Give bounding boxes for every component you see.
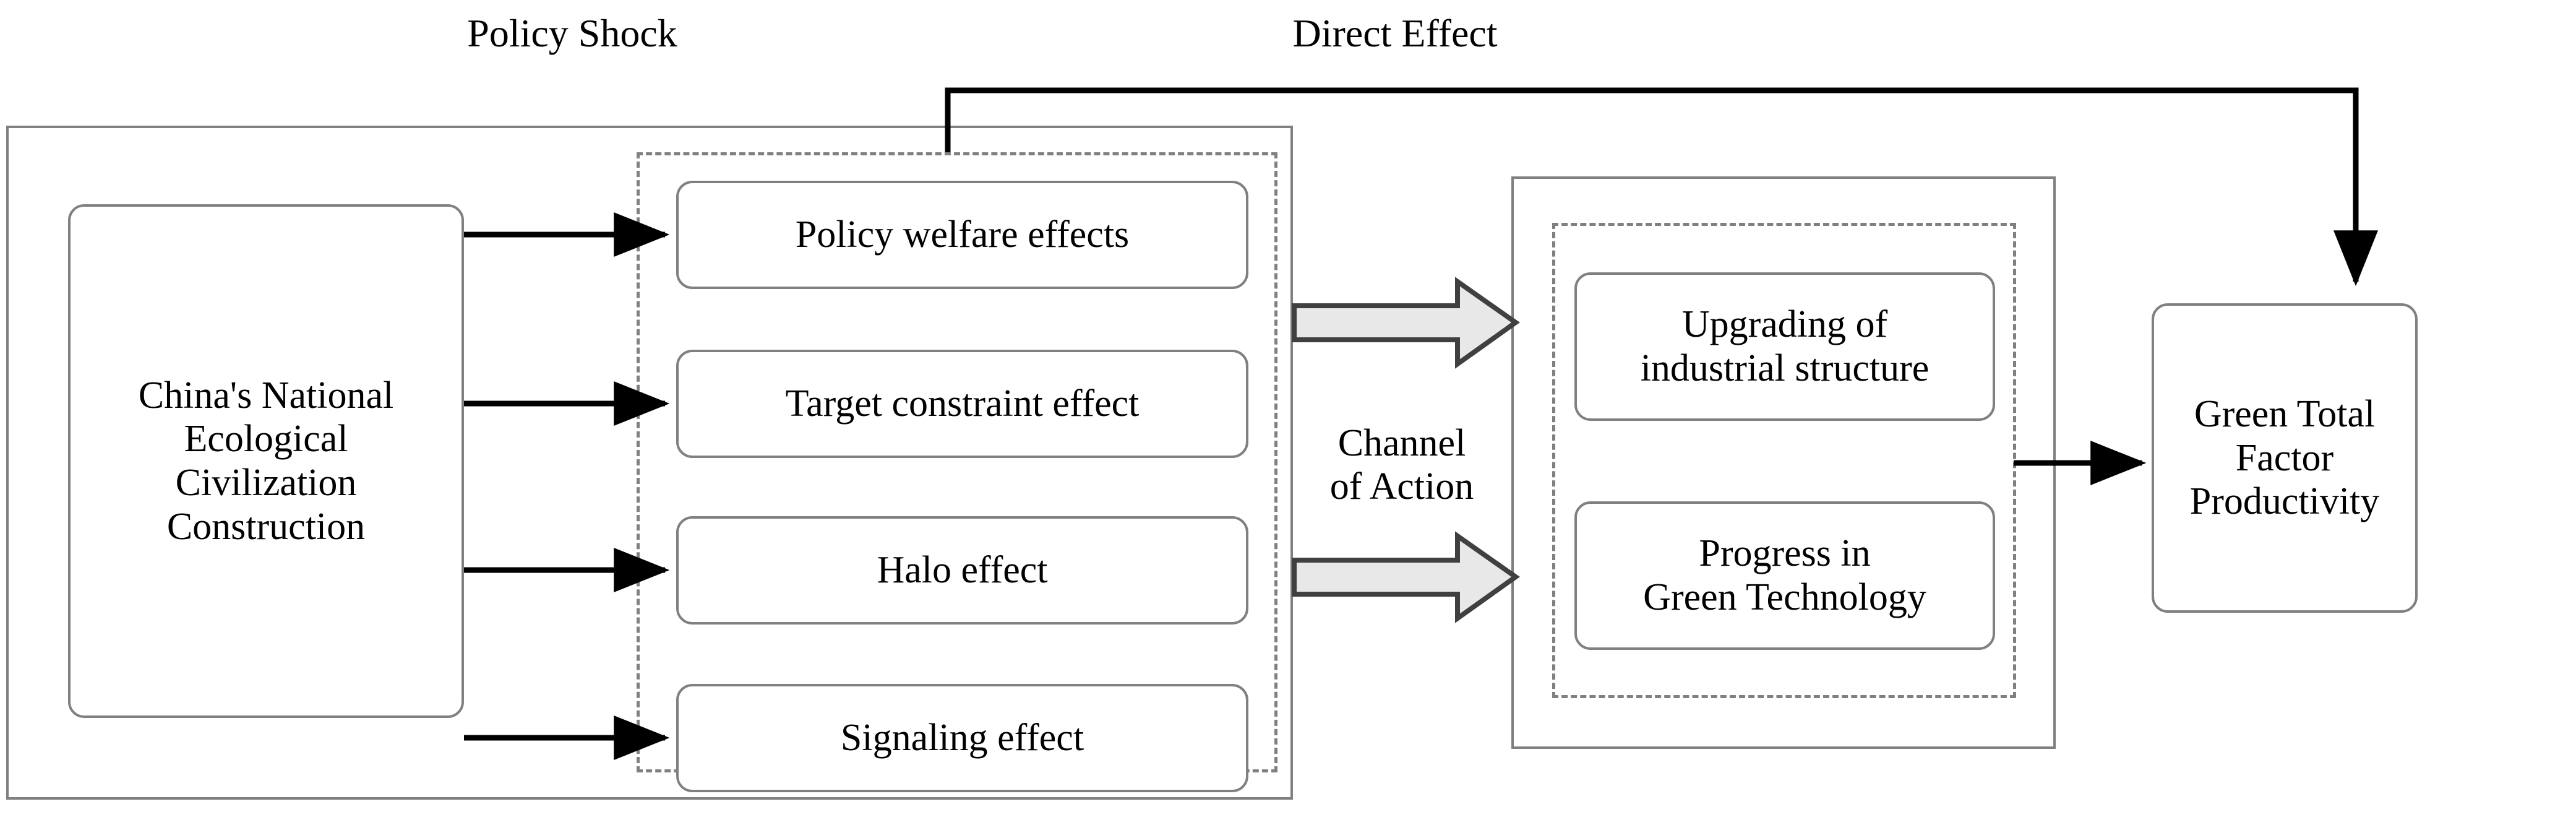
effect-box-halo-effect: Halo effect bbox=[676, 516, 1248, 625]
outcome-box-label: Green Total Factor Productivity bbox=[2189, 392, 2380, 523]
channel-box-progress-green-technology: Progress in Green Technology bbox=[1574, 501, 1995, 650]
source-box-national-ecological-civilization: China's National Ecological Civilization… bbox=[68, 204, 464, 718]
effect-box-signaling-effect: Signaling effect bbox=[676, 684, 1248, 792]
effect-box-label: Target constraint effect bbox=[785, 383, 1140, 425]
channel-box-upgrading-industrial-structure: Upgrading of industrial structure bbox=[1574, 272, 1995, 421]
effect-box-label: Policy welfare effects bbox=[795, 214, 1130, 256]
source-box-label: China's National Ecological Civilization… bbox=[138, 374, 394, 548]
label-policy-shock: Policy Shock bbox=[467, 11, 677, 55]
effect-box-policy-welfare-effects: Policy welfare effects bbox=[676, 181, 1248, 289]
effect-box-label: Halo effect bbox=[877, 549, 1048, 591]
effect-box-target-constraint-effect: Target constraint effect bbox=[676, 350, 1248, 458]
outcome-box-green-total-factor-productivity: Green Total Factor Productivity bbox=[2152, 303, 2418, 613]
effect-box-label: Signaling effect bbox=[840, 717, 1084, 759]
label-channel-of-action: Channel of Action bbox=[1329, 421, 1474, 508]
block-arrow-upper bbox=[1292, 277, 1520, 369]
channel-box-label: Progress in Green Technology bbox=[1643, 532, 1926, 618]
channel-box-label: Upgrading of industrial structure bbox=[1640, 303, 1930, 389]
block-arrow-lower bbox=[1292, 531, 1520, 623]
label-direct-effect: Direct Effect bbox=[1292, 11, 1498, 55]
